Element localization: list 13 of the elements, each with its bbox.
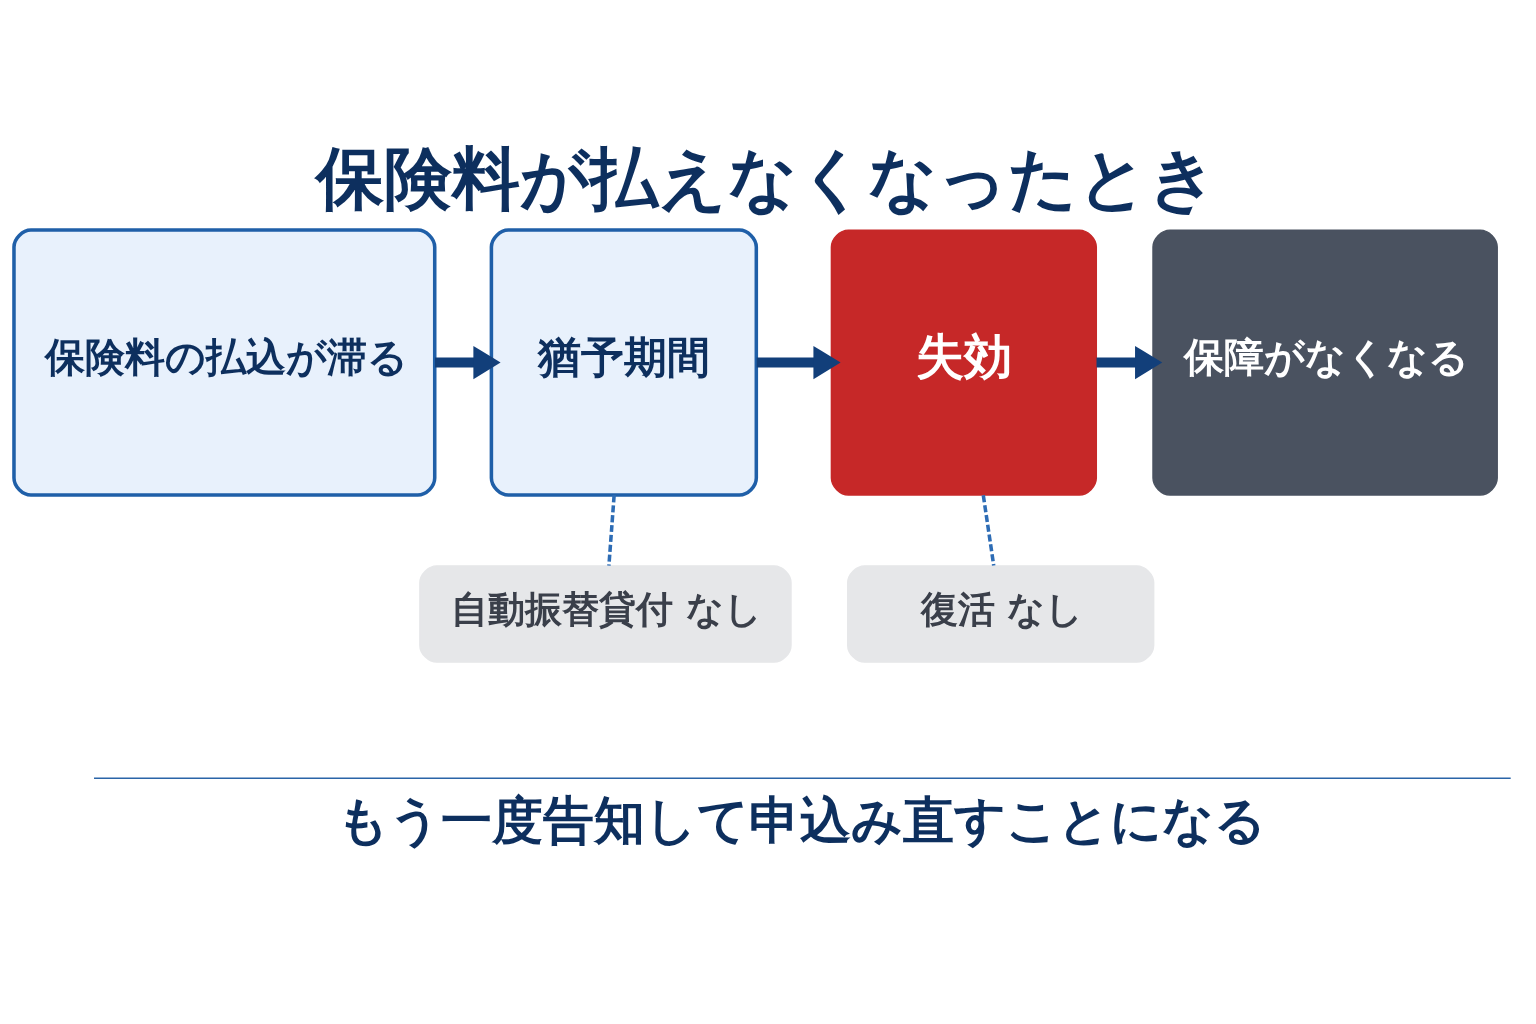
arrow xyxy=(435,345,501,380)
node-box: 復活 なし xyxy=(847,565,1155,663)
node-box: 猶予期間 xyxy=(489,228,759,497)
diagram-title: 保険料が払えなくなったとき xyxy=(316,139,1219,219)
node-box: 保険料の払込が滞る xyxy=(12,228,437,497)
connector xyxy=(607,495,616,566)
connector xyxy=(981,494,996,566)
caption: もう一度告知して申込み直すことになる xyxy=(336,790,1266,850)
arrow xyxy=(756,345,841,380)
node-box: 保障がなくなる xyxy=(1152,229,1498,496)
node-box: 失効 xyxy=(830,229,1097,496)
node-box: 自動振替貸付 なし xyxy=(419,565,792,663)
arrow xyxy=(1096,345,1163,380)
